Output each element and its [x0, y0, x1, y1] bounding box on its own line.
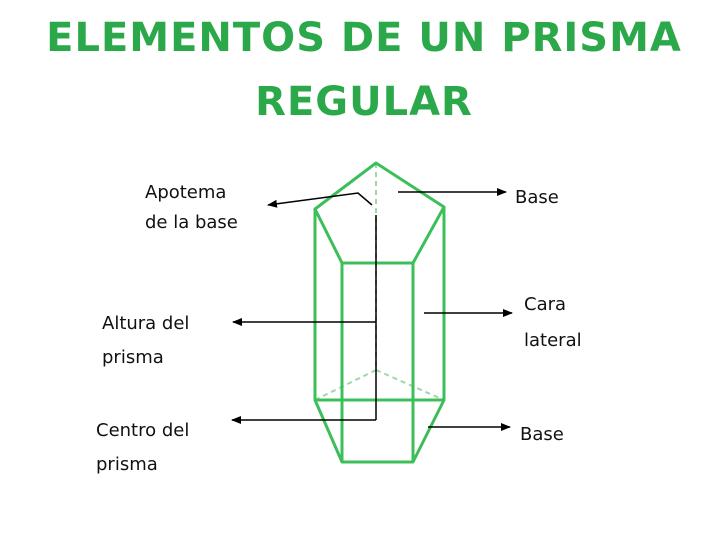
label-apotema: Apotema de la base [145, 178, 238, 238]
label-centro-line-1: Centro del [96, 420, 190, 441]
label-altura-line-1: Altura del [102, 313, 190, 334]
hidden-edges [314, 163, 445, 401]
title-line-2: REGULAR [255, 79, 473, 125]
label-centro-line-2: prisma [96, 454, 158, 475]
prism-edges [313, 161, 446, 464]
label-centro: Centro del prisma [96, 414, 189, 482]
hidden-edge-base-left [314, 369, 377, 401]
label-base-bottom: Base [520, 420, 564, 450]
label-base-top-text: Base [515, 187, 559, 208]
apotema-arrow [267, 192, 373, 208]
label-altura-line-2: prisma [102, 347, 164, 368]
label-base-top: Base [515, 183, 559, 213]
leader-lines [231, 188, 513, 431]
label-apotema-line-1: Apotema [145, 182, 227, 203]
label-cara-line-2: lateral [524, 330, 582, 351]
label-cara-lateral: Cara lateral [524, 287, 582, 359]
hidden-edge-base-right [375, 369, 445, 401]
bottom-base [313, 398, 446, 464]
label-cara-line-1: Cara [524, 294, 567, 315]
label-altura: Altura del prisma [102, 307, 189, 375]
label-base-bottom-text: Base [520, 424, 564, 445]
label-apotema-line-2: de la base [145, 212, 238, 233]
top-base [313, 161, 446, 265]
title-line-1: ELEMENTOS DE UN PRISMA [46, 15, 682, 61]
